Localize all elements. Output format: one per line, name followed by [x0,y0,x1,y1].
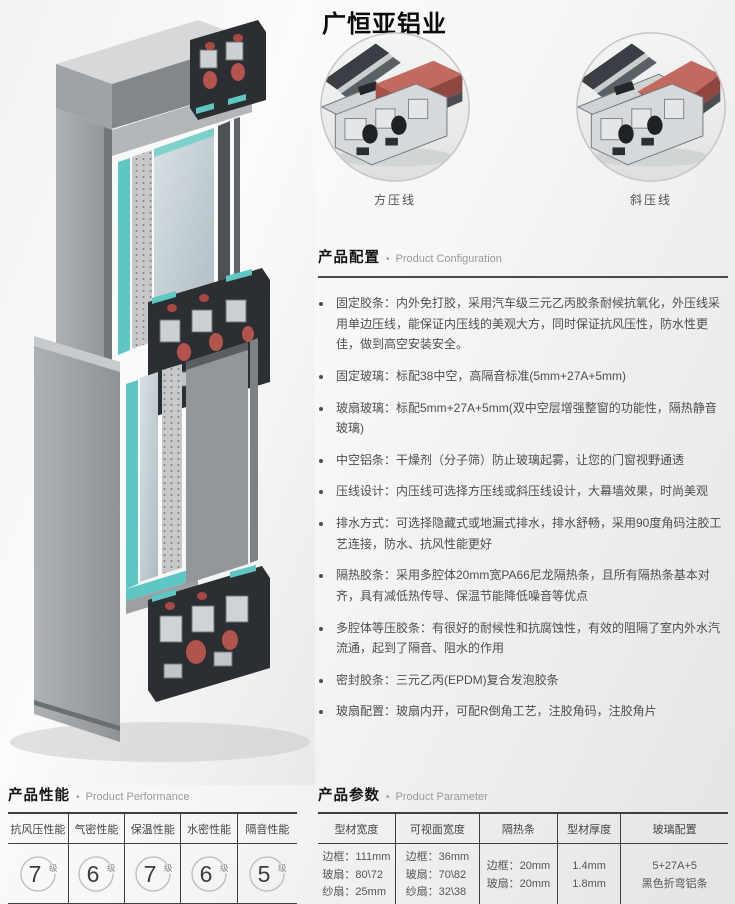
configuration-header: 产品配置 • Product Configuration [318,246,728,278]
svg-text:7: 7 [143,861,156,887]
performance-col-header: 抗风压性能 [8,814,69,844]
config-item: 隔热胶条：采用多腔体20mm宽PA66尼龙隔热条，且所有隔热条基本对齐，具有减低… [333,565,728,606]
svg-text:级: 级 [278,863,287,873]
configuration-title-cn: 产品配置 [318,250,380,266]
config-item: 固定玻璃：标配38中空，高隔音标准(5mm+27A+5mm) [333,366,728,387]
performance-col-header: 水密性能 [181,814,238,844]
pressline-detail-row: 方压线 [318,30,728,208]
svg-text:6: 6 [200,861,213,887]
bottom-cross-section-detail [148,565,270,702]
performance-value-cell: 6 级 [69,844,126,903]
svg-text:5: 5 [258,861,271,887]
config-item: 多腔体等压胶条：有很好的耐候性和抗腐蚀性，有效的阻隔了室内外水汽流通，起到了隔音… [333,618,728,659]
window-profile-3d-render [0,0,315,785]
parameter-value-cell: 边框：111mm 玻扇：80\72 纱扇：25mm [318,844,396,904]
dot-separator: • [386,792,390,803]
parameter-header: 产品参数 • Product Parameter [318,784,728,805]
square-pressline-image [318,30,472,184]
svg-text:级: 级 [164,863,173,873]
dot-separator: • [386,254,390,265]
performance-value-cell: 7 级 [8,844,69,903]
svg-text:级: 级 [49,863,58,873]
parameter-col-header: 可视面宽度 [395,814,480,844]
parameter-col-header: 玻璃配置 [621,814,728,844]
parameter-col-header: 隔热条 [479,814,558,844]
dot-separator: • [76,792,80,803]
config-item: 密封胶条：三元乙丙(EPDM)复合发泡胶条 [333,670,728,691]
product-performance-section: 产品性能 • Product Performance 抗风压性能 气密性能 保温… [8,784,297,904]
slant-pressline-label: 斜压线 [629,193,672,207]
parameter-value-cell: 边框：20mm 玻扇：20mm [480,844,558,904]
configuration-list: 固定胶条：内外免打胶，采用汽车级三元乙丙胶条耐候抗氧化，外压线采用单边压线，能保… [333,293,728,722]
performance-title-cn: 产品性能 [8,788,70,804]
top-cross-section-detail [190,20,266,120]
performance-col-header: 隔音性能 [237,814,297,844]
product-configuration-section: 产品配置 • Product Configuration 固定胶条：内外免打胶，… [318,246,728,733]
performance-header: 产品性能 • Product Performance [8,784,297,805]
parameter-col-header: 型材厚度 [557,814,622,844]
parameter-title-en: Product Parameter [395,791,488,803]
svg-text:级: 级 [107,863,116,873]
config-item: 排水方式：可选择隐藏式或地漏式排水，排水舒畅，采用90度角码注胶工艺连接，防水、… [333,513,728,554]
grade-badge: 6 级 [78,855,116,892]
grade-badge: 7 级 [135,855,173,892]
config-item: 压线设计：内压线可选择方压线或斜压线设计，大幕墙效果，时尚美观 [333,481,728,502]
mesh-screen-panel [186,342,248,584]
svg-text:级: 级 [220,863,229,873]
performance-value-cell: 7 级 [125,844,182,903]
grade-badge: 6 级 [191,855,229,892]
svg-text:6: 6 [87,861,100,887]
configuration-title-en: Product Configuration [395,253,502,265]
parameter-col-header: 型材宽度 [318,814,396,844]
parameter-value-cell: 5+27A+5 黑色折弯铝条 [641,859,708,890]
square-pressline-figure: 方压线 [318,30,472,208]
slant-pressline-image [574,30,728,184]
performance-col-header: 保温性能 [125,814,182,844]
performance-value-cell: 6 级 [181,844,238,903]
performance-title-en: Product Performance [85,791,190,803]
grade-badge: 7 级 [20,855,58,892]
square-pressline-label: 方压线 [373,193,416,207]
parameter-title-cn: 产品参数 [318,788,380,804]
performance-value-cell: 5 级 [238,844,297,903]
performance-col-header: 气密性能 [68,814,126,844]
config-item: 玻扇配置：玻扇内开，可配R倒角工艺，注胶角码，注胶角片 [333,701,728,722]
parameter-value-cell: 边框：36mm 玻扇：70\82 纱扇：32\38 [396,844,480,904]
product-parameter-section: 产品参数 • Product Parameter 型材宽度 可视面宽度 隔热条 … [318,784,728,904]
parameter-value-cell: 1.4mm 1.8mm [558,844,622,904]
performance-table: 抗风压性能 气密性能 保温性能 水密性能 隔音性能 7 级 6 级 [8,812,297,904]
config-item: 中空铝条：干燥剂（分子筛）防止玻璃起雾，让您的门窗视野通透 [333,450,728,471]
parameter-table: 型材宽度 可视面宽度 隔热条 型材厚度 玻璃配置 边框：111mm 玻扇：80\… [318,812,728,904]
config-item: 玻扇玻璃：标配5mm+27A+5mm(双中空层增强整窗的功能性，隔热静音玻璃) [333,398,728,439]
slant-pressline-figure: 斜压线 [574,30,728,208]
config-item: 固定胶条：内外免打胶，采用汽车级三元乙丙胶条耐候抗氧化，外压线采用单边压线，能保… [333,293,728,355]
svg-text:7: 7 [28,861,41,887]
grade-badge: 5 级 [249,855,287,892]
